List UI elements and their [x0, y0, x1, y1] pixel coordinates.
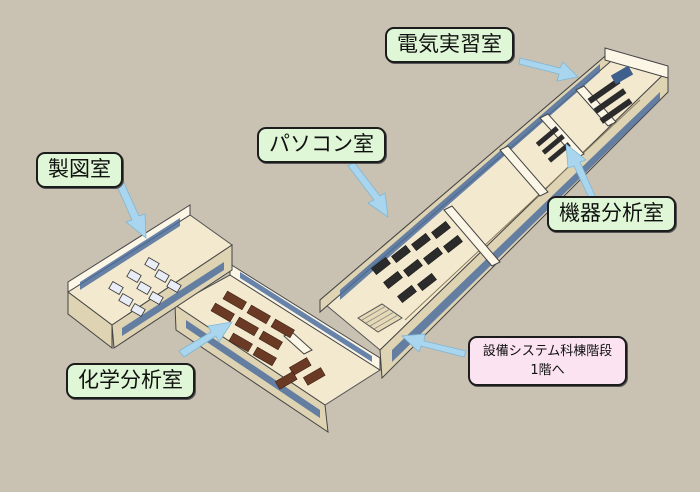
label-chemical-analysis-room: 化学分析室: [66, 363, 195, 399]
label-pc-room: パソコン室: [257, 127, 386, 163]
chem-lab-desks: [210, 290, 326, 390]
electrical-lab-benches: [587, 65, 634, 124]
arrow-instrument-room: [565, 143, 597, 201]
drafting-tables: [108, 256, 182, 318]
arrow-drafting-room: [116, 182, 147, 239]
drafting-wing: [67, 204, 233, 350]
corridor-north-windows: [340, 64, 600, 300]
instrument-room-benches: [535, 126, 571, 163]
label-electrical-lab: 電気実習室: [385, 27, 514, 63]
stairs-label-line1: 設備システム科棟階段: [482, 344, 613, 359]
pc-room-desks: [371, 220, 463, 304]
label-stairs-to-first-floor: 設備システム科棟階段 1階へ: [468, 336, 627, 386]
main-corridor-wing: [319, 47, 669, 380]
stair-landing: [357, 303, 403, 333]
label-drafting-room: 製図室: [36, 152, 123, 188]
draft-south-wall: [67, 291, 113, 350]
arrow-pc-room: [347, 161, 389, 218]
arrow-electrical-lab: [518, 57, 579, 82]
stairs-label-line2: 1階へ: [530, 363, 565, 378]
label-instrument-analysis-room: 機器分析室: [547, 196, 676, 232]
arrow-chem-room: [178, 321, 233, 358]
arrows: [116, 57, 597, 358]
corridor-south-windows: [392, 92, 660, 362]
arrow-stairs: [401, 333, 467, 358]
